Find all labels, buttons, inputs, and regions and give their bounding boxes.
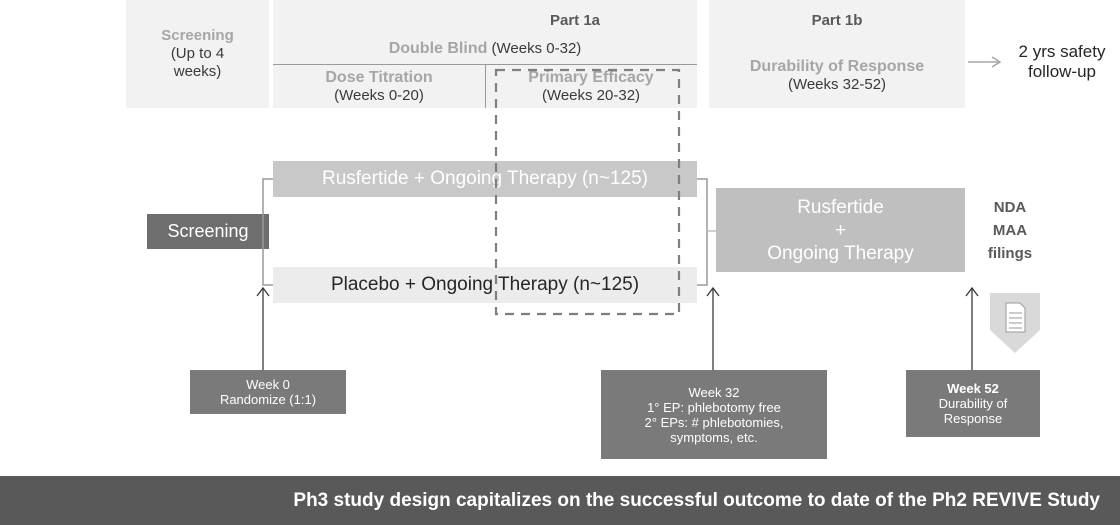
week52-box: Week 52 Durability of Response <box>906 370 1040 437</box>
dose-titration-title: Dose Titration <box>325 69 433 86</box>
week52-line2: Durability of <box>938 396 1008 411</box>
extension-arrow-head <box>733 225 744 237</box>
footer-text: Ph3 study design capitalizes on the succ… <box>293 489 1100 511</box>
week0-line2: Randomize (1:1) <box>219 392 317 407</box>
double-blind-title: Double Blind <box>388 40 488 57</box>
screening-phase-duration-line2: weeks) <box>173 63 222 80</box>
filings-line1: NDA <box>993 199 1027 216</box>
durability-box: Durability of Response (Weeks 32-52) <box>709 58 965 94</box>
extension-line3: Ongoing Therapy <box>767 242 914 264</box>
filings-label: NDA MAA filings <box>970 196 1050 265</box>
double-blind-weeks: (Weeks 0-32) <box>487 40 582 57</box>
part-1a-title: Part 1a <box>549 12 601 29</box>
document-icon <box>990 293 1040 353</box>
dose-titration-box: Dose Titration (Weeks 0-20) <box>273 68 485 106</box>
screening-phase-duration-line1: (Up to 4 <box>170 45 225 62</box>
primary-efficacy-window <box>494 68 681 316</box>
phase-divider <box>485 64 486 108</box>
screening-box: Screening <box>147 214 269 249</box>
week52-arrow-head <box>965 286 979 297</box>
week32-box: Week 32 1° EP: phlebotomy free 2° EPs: #… <box>601 370 827 459</box>
rusfertide-arm-bar: Rusfertide + Ongoing Therapy (n~125) <box>273 161 697 197</box>
safety-followup-label: 2 yrs safety follow-up <box>1006 42 1118 82</box>
extension-line1: Rusfertide <box>797 196 884 218</box>
primary-efficacy-box: Primary Efficacy (Weeks 20-32) <box>485 68 697 106</box>
open-label-extension-box: Rusfertide + Ongoing Therapy <box>716 188 965 272</box>
dose-titration-weeks: (Weeks 0-20) <box>334 87 424 104</box>
durability-weeks: (Weeks 32-52) <box>787 76 887 93</box>
part-1b-box: Part 1b Durability of Response (Weeks 32… <box>709 0 965 108</box>
week32-line4: symptoms, etc. <box>670 429 758 445</box>
primary-efficacy-weeks: (Weeks 20-32) <box>541 87 641 104</box>
placebo-arm-bar: Placebo + Ongoing Therapy (n~125) <box>273 267 697 303</box>
footer-banner: Ph3 study design capitalizes on the succ… <box>0 476 1120 525</box>
week32-line3: 2° EPs: # phlebotomies, <box>644 414 784 430</box>
part-1b-title: Part 1b <box>811 12 863 29</box>
week32-line1: Week 32 <box>688 384 740 400</box>
safety-followup-line2: follow-up <box>1027 62 1097 81</box>
durability-title: Durability of Response <box>749 58 925 75</box>
week52-line3: Response <box>943 411 1003 426</box>
week32-arrow-head <box>706 286 720 297</box>
part-1a-box: Part 1a Double Blind (Weeks 0-32) Dose T… <box>273 0 697 108</box>
filings-line3: filings <box>987 245 1033 262</box>
week52-line1: Week 52 <box>947 381 999 396</box>
followup-arrow-head <box>991 56 1002 68</box>
extension-line2: + <box>834 219 847 241</box>
primary-efficacy-title: Primary Efficacy <box>528 69 654 86</box>
week32-line2: 1° EP: phlebotomy free <box>647 399 781 415</box>
extension-bracket <box>697 178 708 286</box>
week0-arrow-head <box>256 286 270 297</box>
safety-followup-line1: 2 yrs safety <box>1018 42 1106 61</box>
screening-phase-box: Screening (Up to 4 weeks) <box>126 0 269 108</box>
double-blind-label: Double Blind (Weeks 0-32) <box>273 40 697 58</box>
screening-phase-title: Screening <box>161 27 234 44</box>
arm-bracket <box>262 178 273 286</box>
week0-line1: Week 0 <box>246 377 290 392</box>
week0-box: Week 0 Randomize (1:1) <box>190 370 346 414</box>
filings-line2: MAA <box>992 222 1028 239</box>
